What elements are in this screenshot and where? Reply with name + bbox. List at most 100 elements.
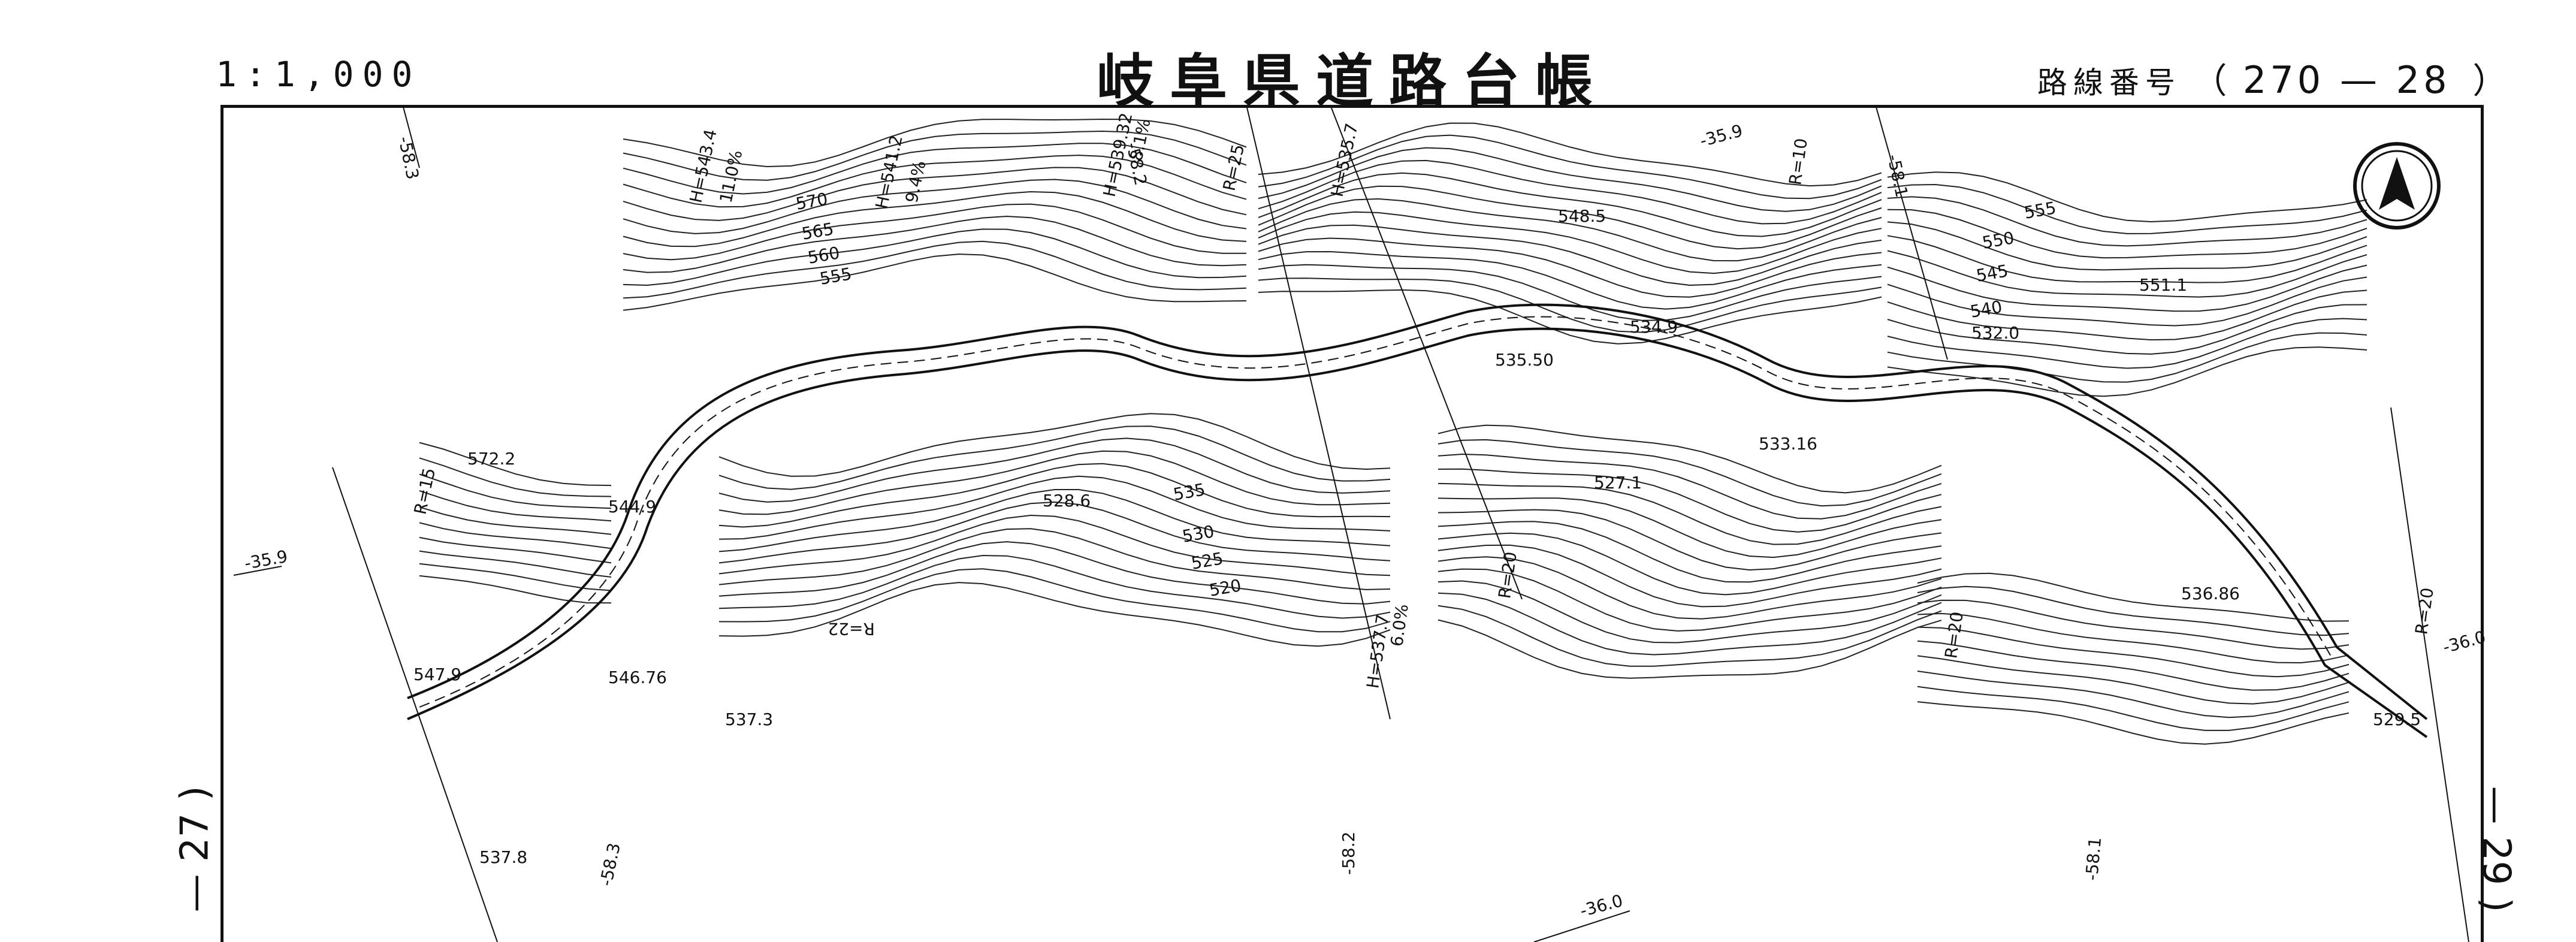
- contour-line: [1258, 147, 1882, 212]
- grade-label: H=543.4: [686, 128, 721, 205]
- contour-line: [1258, 159, 1882, 225]
- contour-line: [1887, 183, 2367, 234]
- grid-label: -36.0: [1578, 890, 1625, 921]
- spot-elevation: 537.3: [725, 709, 773, 729]
- contour-line: [1438, 439, 1942, 507]
- contour-line: [1258, 122, 1882, 187]
- contour-line: [623, 215, 1247, 273]
- contour-line: [1438, 568, 1942, 632]
- route-number-value: 270 — 28: [2242, 58, 2451, 102]
- contour-line: [718, 475, 1391, 540]
- contour-line: [623, 203, 1247, 261]
- route-number: 路線番号 （ 270 — 28 ）: [2037, 53, 2507, 103]
- contour-label: 540: [1968, 297, 2003, 322]
- contour-line: [623, 130, 1247, 181]
- route-close-paren: ）: [2461, 61, 2508, 101]
- contour-line: [1917, 655, 2349, 705]
- contour-line: [1438, 453, 1942, 520]
- contour-line: [1258, 289, 1882, 345]
- route-number-label: 路線番号: [2037, 65, 2181, 100]
- contour-line: [1438, 482, 1942, 545]
- contour-line: [623, 179, 1247, 234]
- spot-elevation: 536.86: [2181, 584, 2240, 603]
- curve-radius-label: R=20: [1941, 611, 1967, 660]
- contour-label: 545: [1974, 261, 2009, 286]
- grid-label: -58.1: [2082, 837, 2105, 881]
- contour-line: [1438, 424, 1942, 494]
- contour-line: [1438, 532, 1942, 596]
- contour-line: [1917, 701, 2349, 745]
- contour-line: [1887, 171, 2367, 223]
- grade-label: H=537.7: [1363, 613, 1393, 690]
- road-alignment: [407, 303, 2428, 738]
- grid-label: -58.1: [1883, 153, 1911, 200]
- contour-line: [623, 228, 1247, 286]
- contour-line: [1887, 276, 2367, 327]
- contour-line: [1887, 332, 2367, 383]
- contour-line: [1887, 289, 2367, 341]
- contour-line: [419, 442, 612, 487]
- grade-label: 11.0%: [716, 149, 747, 205]
- contour-line: [1887, 318, 2367, 369]
- contour-line: [718, 450, 1391, 515]
- contour-line: [1438, 605, 1942, 667]
- contour-line: [718, 514, 1391, 576]
- contour-line: [1438, 580, 1942, 644]
- grid-label: -58.3: [596, 841, 624, 888]
- north-arrow-icon: [2353, 142, 2441, 230]
- contour-line: [1438, 468, 1942, 533]
- contour-line: [1887, 346, 2367, 397]
- contour-line: [718, 582, 1391, 647]
- contour-label: 570: [794, 189, 829, 214]
- grid-label: -35.9: [243, 547, 289, 573]
- contour-line: [718, 541, 1391, 605]
- contour-line: [718, 568, 1391, 633]
- contour-line: [419, 490, 612, 522]
- contour-line: [419, 575, 612, 604]
- contour-line: [1258, 211, 1882, 274]
- grade-label: H=541.2: [872, 134, 907, 211]
- contour-line: [1917, 585, 2349, 636]
- curve-radius-label: R=10: [1785, 137, 1811, 186]
- contour-line: [623, 155, 1247, 208]
- spot-elevation: 535.50: [1495, 350, 1554, 370]
- spot-elevation: 572.2: [467, 449, 515, 469]
- contour-line: [1258, 277, 1882, 333]
- contour-line: [1438, 509, 1942, 571]
- contour-line: [1258, 237, 1882, 298]
- contour-line: [718, 413, 1391, 477]
- contour-line: [1438, 556, 1942, 620]
- spot-elevation: 527.1: [1594, 473, 1642, 493]
- route-open-paren: （: [2192, 61, 2227, 101]
- contour-line: [1258, 250, 1882, 310]
- contour-line: [1438, 592, 1942, 656]
- spot-elevation: 544.9: [608, 497, 656, 517]
- contour-line: [1917, 671, 2349, 718]
- contour-line: [1438, 544, 1942, 608]
- spot-elevation: 537.8: [479, 847, 527, 867]
- grid-label: -35.9: [1698, 120, 1745, 151]
- grid-label: -58.3: [394, 135, 422, 182]
- curve-radius-label: R=20: [2411, 587, 2438, 636]
- spot-elevation: 548.5: [1558, 206, 1606, 226]
- contour-label: 530: [1180, 521, 1215, 547]
- contour-line: [1887, 264, 2367, 312]
- contour-line: [1258, 198, 1882, 262]
- spot-elevation: 532.0: [1971, 323, 2019, 343]
- contour-line: [1917, 626, 2349, 678]
- contour-line: [1438, 497, 1942, 558]
- contour-line: [623, 240, 1247, 299]
- contour-line: [1887, 250, 2367, 298]
- contour-line: [419, 457, 612, 497]
- contour-line: [1258, 172, 1882, 237]
- map-scale: 1:1,000: [216, 54, 421, 95]
- contour-line: [419, 536, 612, 564]
- spot-elevation: 534.9: [1630, 317, 1678, 337]
- contour-line: [1438, 521, 1942, 583]
- contour-line: [419, 473, 612, 509]
- contour-line: [1917, 640, 2349, 691]
- contour-line: [623, 118, 1247, 168]
- contour-line: [1258, 224, 1882, 286]
- contour-label: 525: [1189, 548, 1224, 573]
- contour-line: [1258, 134, 1882, 200]
